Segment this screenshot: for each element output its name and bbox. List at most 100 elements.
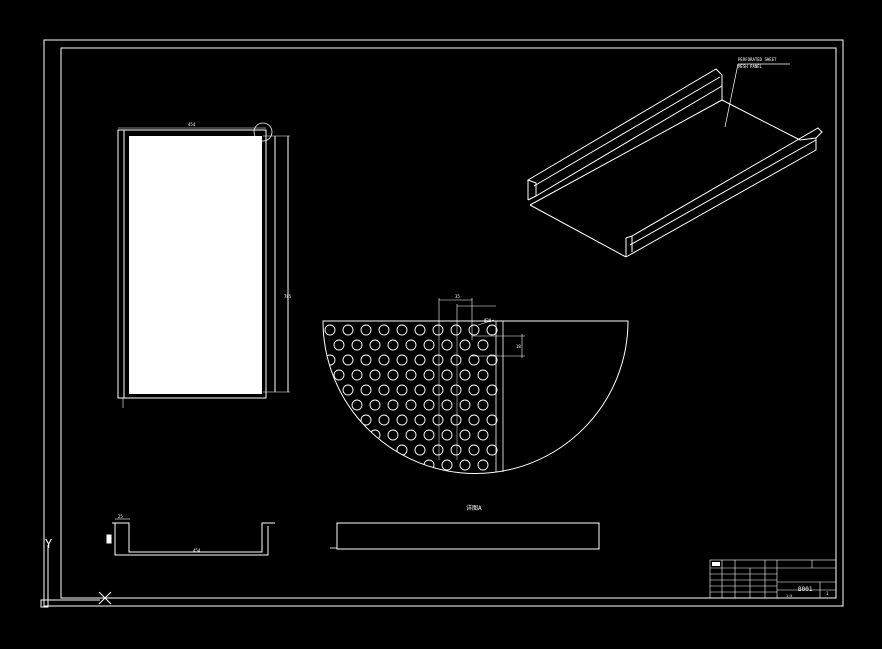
perforation-hole xyxy=(423,429,435,441)
perforation-hole xyxy=(351,429,363,441)
perforation-hole xyxy=(324,324,336,336)
perforation-hole xyxy=(459,339,471,351)
perforation-hole xyxy=(459,459,471,471)
perforation-hole xyxy=(378,444,390,456)
perforation-hole xyxy=(405,369,417,381)
perforation-hole xyxy=(378,354,390,366)
perforation-hole xyxy=(468,444,480,456)
perforation-hole xyxy=(414,354,426,366)
perforation-hole xyxy=(459,399,471,411)
profile-height-text: 25 xyxy=(118,514,123,519)
perforation-hole xyxy=(324,444,336,456)
perforation-hole xyxy=(396,414,408,426)
perforation-hole xyxy=(387,399,399,411)
perforation-hole xyxy=(351,369,363,381)
perforation-hole xyxy=(423,369,435,381)
perforation-hole xyxy=(468,324,480,336)
profile-width-text: 454 xyxy=(193,548,201,553)
perforation-hole xyxy=(333,369,345,381)
detail-offset-text: 18 xyxy=(516,344,521,349)
perforation-hole xyxy=(423,399,435,411)
perforation-hole xyxy=(387,429,399,441)
perforation-hole xyxy=(414,324,426,336)
perforation-hole xyxy=(432,384,444,396)
perforation-hole xyxy=(333,429,345,441)
perforation-hole xyxy=(487,475,497,485)
perforation-hole xyxy=(405,429,417,441)
perforation-hole xyxy=(333,399,345,411)
leader-note-line2: MESH PANEL xyxy=(738,64,763,69)
perforation-hole xyxy=(396,354,408,366)
perforation-hole xyxy=(360,324,372,336)
perforation-hole xyxy=(387,459,399,471)
perforation-hole xyxy=(468,354,480,366)
perforation-hole xyxy=(351,399,363,411)
perforation-hole xyxy=(486,414,498,426)
outer-frame xyxy=(43,39,844,607)
perforation-hole xyxy=(477,429,489,441)
perforation-hole xyxy=(468,384,480,396)
perforation-hole xyxy=(369,369,381,381)
perforation-hole xyxy=(468,414,480,426)
perforation-hole xyxy=(477,399,489,411)
drawing-sheet: 1 xyxy=(826,591,829,596)
flat-strip-view xyxy=(336,522,600,550)
detail-pitch-text: 35 xyxy=(455,294,460,299)
perforation-hole xyxy=(342,444,354,456)
perforation-hole xyxy=(432,354,444,366)
perforation-hole xyxy=(361,475,371,485)
perforation-hole xyxy=(441,369,453,381)
perforation-hole xyxy=(477,339,489,351)
perforation-hole xyxy=(433,475,443,485)
section-profile: 25 454 xyxy=(106,514,275,556)
perforation-hole xyxy=(360,354,372,366)
perforation-hole xyxy=(405,339,417,351)
perforation-hole xyxy=(423,339,435,351)
perforation-hole xyxy=(343,475,353,485)
perforation-hole xyxy=(414,384,426,396)
perforation-hole xyxy=(325,475,335,485)
perforation-hole xyxy=(405,399,417,411)
perforation-hole xyxy=(486,384,498,396)
front-view: 454 785 xyxy=(117,122,292,408)
perforation-hole xyxy=(415,475,425,485)
title-block: B001 1:5 1 xyxy=(709,559,837,599)
perforation-hole xyxy=(432,324,444,336)
perforation-hole xyxy=(369,429,381,441)
perforation-hole xyxy=(441,399,453,411)
perforation-hole xyxy=(333,339,345,351)
perforation-hole xyxy=(360,384,372,396)
perforation-hole xyxy=(405,459,417,471)
ucs-icon: Y xyxy=(40,537,112,608)
perforation-hole xyxy=(441,339,453,351)
perforation-hole xyxy=(459,369,471,381)
perforation-hole xyxy=(432,414,444,426)
perforation-hole xyxy=(387,369,399,381)
detail-label-text: 详图A xyxy=(466,504,482,512)
perforation-hole xyxy=(450,354,462,366)
perforation-hole xyxy=(441,429,453,441)
perforation-hole xyxy=(396,324,408,336)
perforation-hole xyxy=(379,475,389,485)
perforation-hole xyxy=(397,475,407,485)
perforation-hole xyxy=(414,444,426,456)
perforation-hole xyxy=(396,384,408,396)
perforation-hole xyxy=(486,444,498,456)
leader-note-line1: PERFORATED SHEET xyxy=(738,57,777,62)
perforation-hole xyxy=(396,444,408,456)
perforation-hole xyxy=(450,324,462,336)
top-dimension-text: 454 xyxy=(188,122,196,127)
perforation-hole xyxy=(324,354,336,366)
perforation-hole xyxy=(333,459,345,471)
perforation-hole xyxy=(432,444,444,456)
perforation-hole xyxy=(342,324,354,336)
perforation-hole xyxy=(378,384,390,396)
perforation-hole xyxy=(369,459,381,471)
perforation-hole xyxy=(324,384,336,396)
perforation-hole xyxy=(351,339,363,351)
perforation-hole xyxy=(477,459,489,471)
inner-frame xyxy=(60,47,837,599)
perforation-hole xyxy=(387,339,399,351)
side-dimension-text: 785 xyxy=(284,294,292,299)
